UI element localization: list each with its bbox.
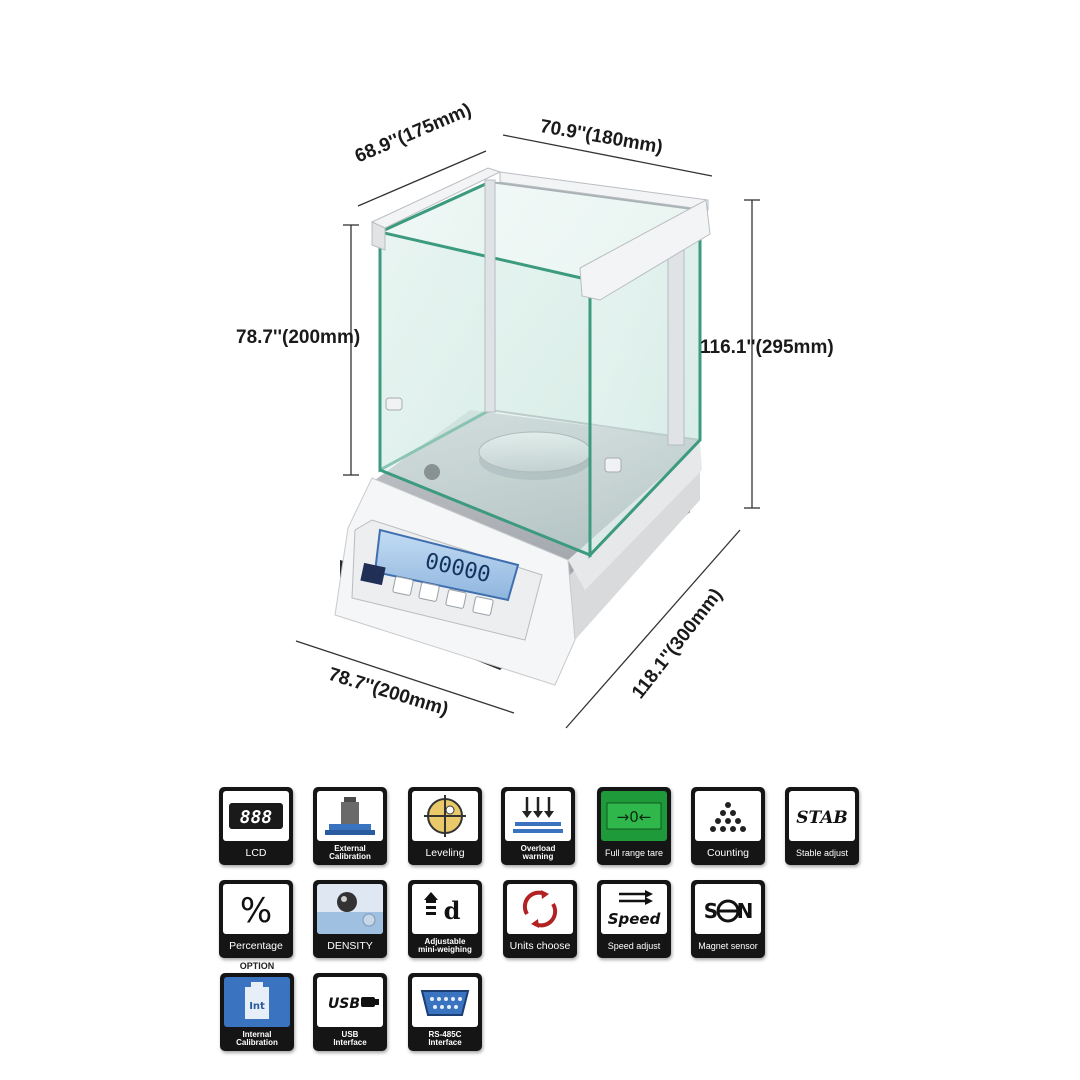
feature-label: Full range tare [604,847,664,858]
svg-text:Int: Int [249,1001,265,1012]
option-label: OPTION [239,961,275,971]
units-icon [507,884,573,934]
mini-weighing-icon: d [412,884,478,934]
feature-percentage: % Percentage [219,880,293,958]
total-height-dimension: 116.1''(295mm) [700,337,834,358]
analytical-balance-image: 00000 [295,134,760,729]
chamber-height-dimension: 78.7''(200mm) [236,327,361,348]
usb-icon: USB [317,977,383,1027]
serial-port-icon [412,977,478,1027]
speed-icon: Speed [601,884,667,934]
feature-units-choose: Units choose [503,880,577,958]
svg-text:888: 888 [240,807,273,828]
feature-label: Stable adjust [795,847,849,858]
svg-text:d: d [444,896,461,925]
feature-stable-adjust: STAB Stable adjust [785,787,859,865]
feature-label: DENSITY [327,939,373,952]
feature-speed-adjust: Speed Speed adjust [597,880,671,958]
svg-text:%: % [240,891,272,931]
lcd-icon: 888 [223,791,289,841]
product-illustration: 00000 [236,99,834,729]
percent-icon: % [223,884,289,934]
svg-text:Speed: Speed [608,910,661,928]
svg-text:→0←: →0← [617,808,652,826]
feature-label: Units choose [509,939,571,952]
svg-text:N: N [737,899,754,923]
feature-label: Magnet sensor [698,940,758,951]
feature-leveling: Leveling [408,787,482,865]
svg-text:S: S [704,899,718,923]
feature-label: Leveling [425,846,465,859]
counting-icon [695,791,761,841]
feature-label: Counting [706,846,750,859]
internal-calibration-icon: Int [224,977,290,1027]
feature-label: Percentage [229,939,283,952]
tare-icon: →0← [601,791,667,841]
crosshair-icon [412,791,478,841]
magnet-icon: S N [695,884,761,934]
feature-magnet-sensor: S N Magnet sensor [691,880,765,958]
feature-label: LCD [245,846,267,859]
feature-density: DENSITY [313,880,387,958]
weight-icon [317,791,383,841]
feature-lcd: 888 LCD [219,787,293,865]
svg-text:STAB: STAB [796,808,848,828]
density-icon [317,884,383,934]
stab-icon: STAB [789,791,855,841]
feature-counting: Counting [691,787,765,865]
overload-icon [505,791,571,841]
feature-label: Speed adjust [607,940,661,951]
feature-full-range-tare: →0← Full range tare [597,787,671,865]
svg-text:USB: USB [328,996,360,1012]
